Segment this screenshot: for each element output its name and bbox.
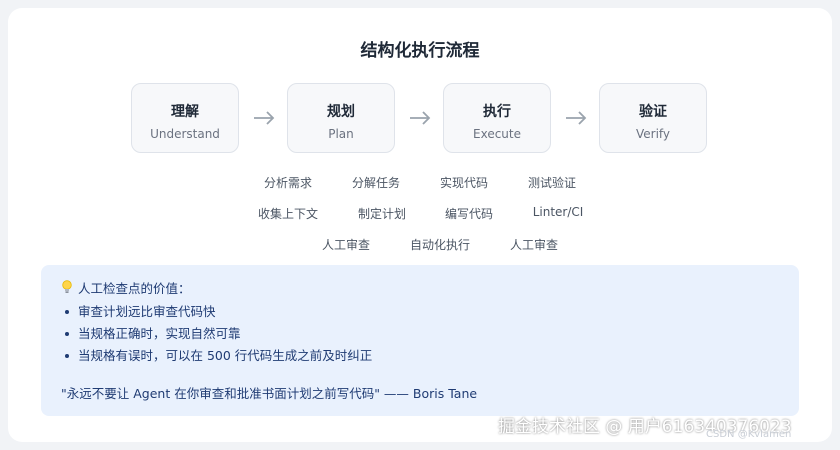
step-understand: 理解 Understand xyxy=(131,83,239,153)
diagram-title: 结构化执行流程 xyxy=(360,41,480,61)
step-subtitle: Execute xyxy=(473,127,521,141)
bullet-icon xyxy=(65,332,69,336)
activity-label: 编写代码 xyxy=(444,207,493,221)
step-subtitle: Verify xyxy=(635,127,671,141)
arrow-right-icon xyxy=(566,111,587,125)
list-item: 当规格有误时，可以在 500 行代码生成之前及时纠正 xyxy=(61,345,779,367)
step-title: 验证 xyxy=(639,104,667,120)
activity-label: 测试验证 xyxy=(527,176,576,190)
list-item-text: 当规格有误时，可以在 500 行代码生成之前及时纠正 xyxy=(78,348,373,363)
activity-label: 人工审查 xyxy=(509,238,558,252)
step-subtitle: Understand xyxy=(150,127,220,141)
step-subtitle: Plan xyxy=(328,127,354,141)
activity-label: 收集上下文 xyxy=(257,207,318,221)
arrow-right-icon xyxy=(254,111,275,125)
step-execute: 执行 Execute xyxy=(443,83,551,153)
checkpoint-note: 人工检查点的价值： 审查计划远比审查代码快 当规格正确时，实现自然可靠 当规格有… xyxy=(41,265,799,416)
bullet-icon xyxy=(65,310,69,314)
activity-label: 自动化执行 xyxy=(409,238,470,252)
list-item: 当规格正确时，实现自然可靠 xyxy=(61,323,779,345)
activity-label: 实现代码 xyxy=(439,176,488,190)
lightbulb-icon xyxy=(62,280,72,293)
watermark-main: 掘金技术社区 @ 用户616340376023 xyxy=(498,417,792,437)
arrow-right-icon xyxy=(410,111,431,125)
step-verify: 验证 Verify xyxy=(599,83,707,153)
list-item-text: 当规格正确时，实现自然可靠 xyxy=(78,326,241,341)
activity-label: 分解任务 xyxy=(351,176,400,190)
note-heading-text: 人工检查点的价值： xyxy=(78,280,191,296)
watermark-sub: CSDN @Kvlamen xyxy=(706,429,792,440)
bullet-icon xyxy=(65,354,69,358)
quote-text: "永远不要让 Agent 在你审查和批准书面计划之前写代码" —— Boris … xyxy=(61,386,478,401)
activity-label: 制定计划 xyxy=(357,207,406,221)
activity-label: 人工审查 xyxy=(321,238,370,252)
list-item-text: 审查计划远比审查代码快 xyxy=(78,304,216,319)
step-title: 规划 xyxy=(327,104,355,120)
list-item: 审查计划远比审查代码快 xyxy=(61,301,779,323)
step-plan: 规划 Plan xyxy=(287,83,395,153)
activity-label: 分析需求 xyxy=(263,176,312,190)
note-heading: 人工检查点的价值： xyxy=(61,278,779,296)
step-title: 理解 xyxy=(171,104,199,120)
activity-label: Linter/CI xyxy=(532,205,584,219)
note-list: 审查计划远比审查代码快 当规格正确时，实现自然可靠 当规格有误时，可以在 500… xyxy=(61,301,779,367)
step-title: 执行 xyxy=(483,104,511,120)
